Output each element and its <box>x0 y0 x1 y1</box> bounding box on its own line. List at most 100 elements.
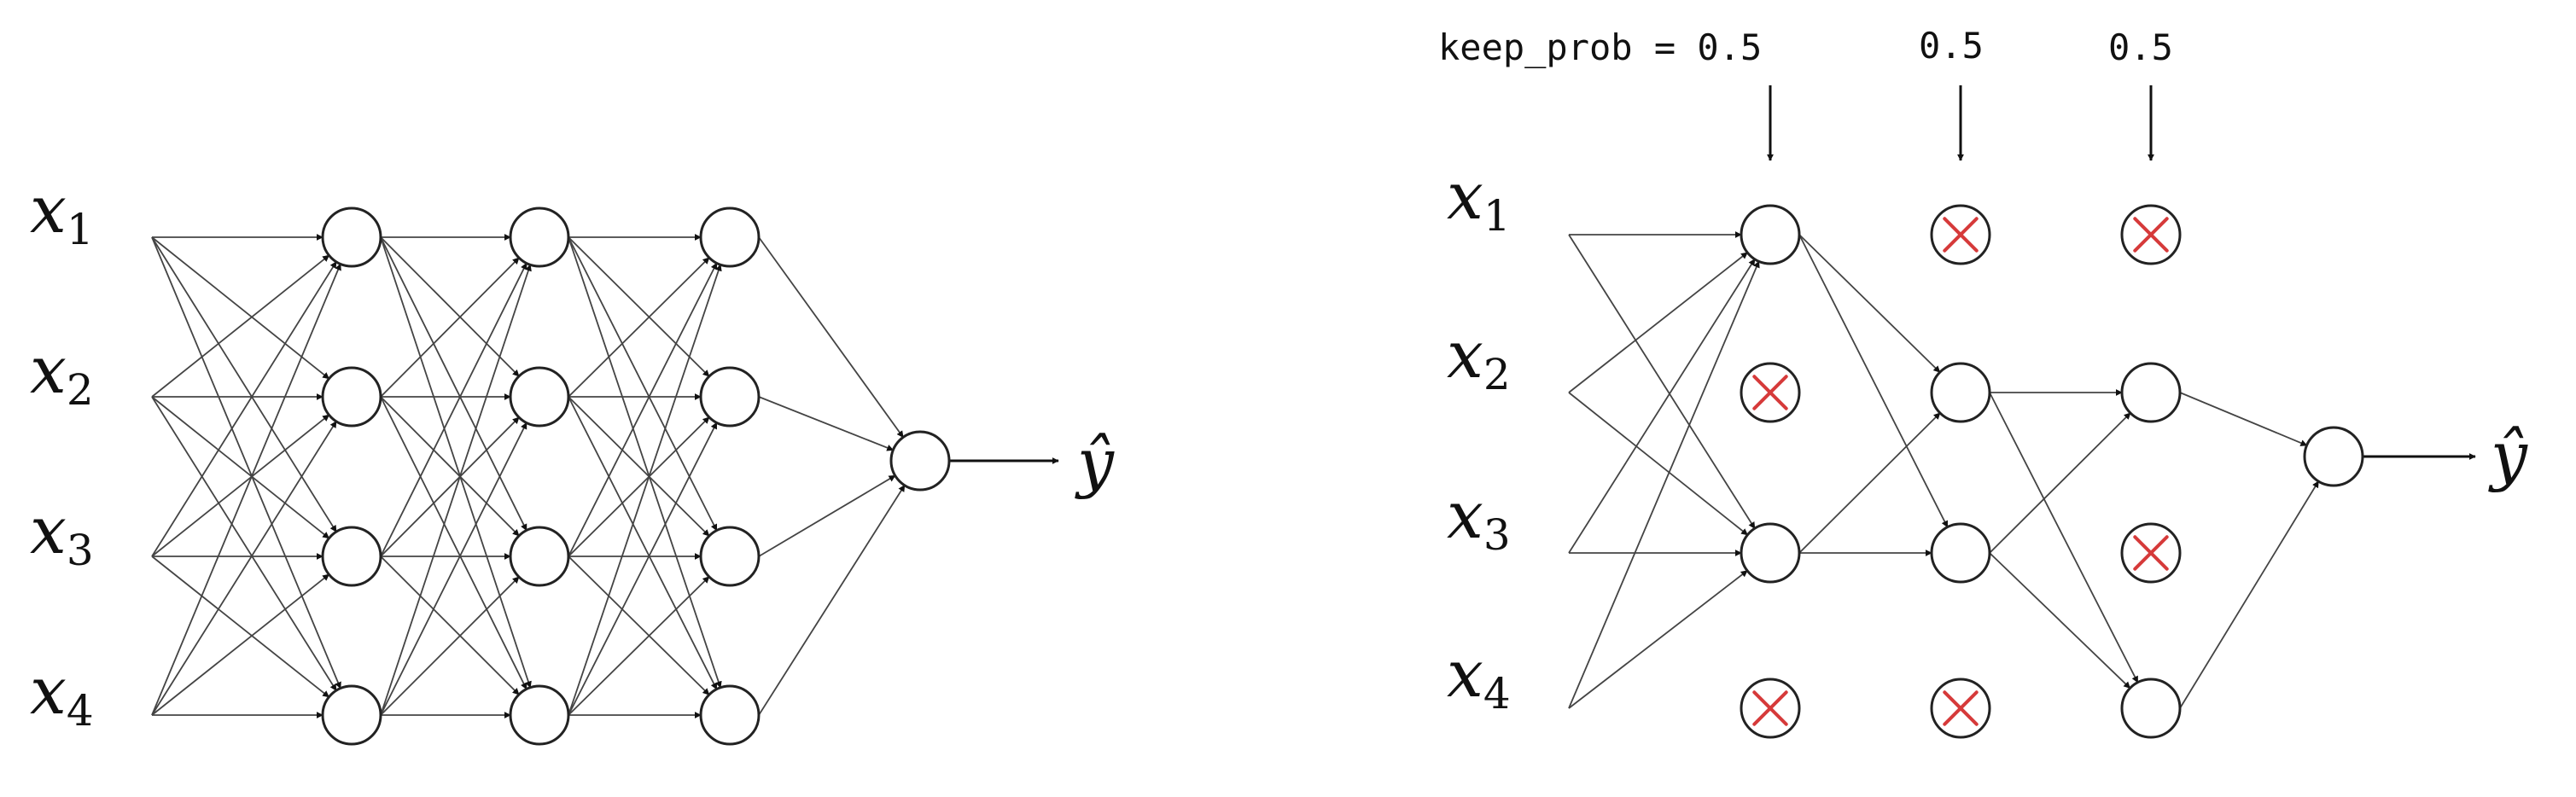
dropped-node-l1-4 <box>1740 678 1801 739</box>
edge-h3-2-to-output <box>2179 392 2308 446</box>
dropout-x-icon <box>2133 535 2169 571</box>
dropout-x-icon <box>1943 217 1979 253</box>
dropout-network: keep_prob = 0.5 0.5 0.5 x1 x2 x3 x4 ŷ <box>1438 25 2528 739</box>
input-label-x2: x2 <box>1447 317 1511 399</box>
output-node <box>889 430 951 492</box>
hidden-node-l2-2 <box>509 366 570 428</box>
edge-h1-1-to-h2-3 <box>1798 234 1949 528</box>
dropped-node-l1-2 <box>1740 362 1801 423</box>
edge-h3-4-to-output <box>2179 480 2320 709</box>
edge-h3-1-to-output <box>758 236 904 439</box>
dropped-node-l3-1 <box>2120 204 2182 265</box>
edge-h2-1-to-h3-4 <box>568 236 722 689</box>
edge-h1-1-to-h2-2 <box>1798 234 1941 373</box>
edge-h2-3-to-h3-2 <box>568 416 710 557</box>
edge-input2-to-h1-4 <box>151 396 337 691</box>
edge-h2-3-to-h3-1 <box>568 262 718 557</box>
edge-h1-3-to-h2-4 <box>380 556 520 695</box>
hidden-node-l2-3 <box>1930 522 1991 584</box>
hidden-node-l2-2 <box>1930 362 1991 423</box>
hidden-node-l2-1 <box>509 207 570 268</box>
hidden-node-l1-1 <box>1740 204 1801 265</box>
hidden-node-l1-3 <box>1740 522 1801 584</box>
edge-h2-4-to-h3-2 <box>568 422 718 716</box>
edge-input2-to-h1-3 <box>151 396 330 539</box>
edge-h2-1-to-h3-3 <box>568 236 718 532</box>
dropout-network-nodes <box>1740 204 2364 739</box>
edge-h2-2-to-h3-3 <box>568 396 710 537</box>
edge-h2-2-to-h3-1 <box>568 257 710 398</box>
dropout-x-icon <box>1943 690 1979 726</box>
input-label-x3: x3 <box>30 492 94 575</box>
full-network-labels: x1 x2 x3 x4 ŷ <box>30 172 1115 736</box>
keep-prob-label-layer3: 0.5 <box>2108 26 2173 68</box>
hidden-node-l3-2 <box>699 366 761 428</box>
edge-h1-4-to-h2-1 <box>380 264 532 716</box>
full-network-nodes <box>321 207 951 746</box>
edge-input4-to-h1-1 <box>1568 260 1760 709</box>
edge-h2-3-to-h3-2 <box>1989 412 2131 554</box>
dropout-network-labels: keep_prob = 0.5 0.5 0.5 x1 x2 x3 x4 ŷ <box>1438 25 2528 718</box>
input-label-x4: x4 <box>1447 636 1511 718</box>
edge-input1-to-h1-3 <box>151 236 337 532</box>
full-network-edges <box>151 234 1059 718</box>
edge-h1-1-to-h2-4 <box>380 236 532 689</box>
dropout-x-icon <box>2133 217 2169 253</box>
edge-input1-to-h1-3 <box>1568 234 1756 529</box>
edge-h1-2-to-h2-3 <box>380 396 520 537</box>
edge-input3-to-h1-2 <box>151 414 330 557</box>
edge-h2-2-to-h3-4 <box>568 396 718 690</box>
edge-input3-to-h1-4 <box>151 556 330 698</box>
edge-h2-1-to-h3-2 <box>568 236 710 377</box>
edge-input2-to-h1-1 <box>151 254 330 398</box>
edge-h2-3-to-h3-4 <box>1989 552 2131 689</box>
edge-h1-2-to-h2-4 <box>380 396 527 690</box>
hidden-node-l3-4 <box>2120 678 2182 739</box>
keep-prob-label-layer1: keep_prob = 0.5 <box>1438 26 1762 68</box>
edge-h1-3-to-h2-1 <box>380 262 527 557</box>
edge-h1-2-to-h2-1 <box>380 257 520 398</box>
edge-h3-3-to-output <box>758 474 896 557</box>
dropout-x-icon <box>1752 375 1788 410</box>
edge-input4-to-h1-3 <box>1568 570 1748 709</box>
edge-input4-to-h1-1 <box>151 263 341 716</box>
edge-input1-to-h1-2 <box>151 236 330 380</box>
output-node <box>2303 426 2364 487</box>
hidden-node-l1-1 <box>321 207 382 268</box>
hidden-node-l1-2 <box>321 366 382 428</box>
full-network: x1 x2 x3 x4 ŷ <box>30 172 1115 746</box>
hidden-node-l1-4 <box>321 684 382 746</box>
dropped-node-l3-3 <box>2120 522 2182 584</box>
input-label-x1: x1 <box>30 172 94 254</box>
input-label-x4: x4 <box>30 653 94 736</box>
edge-h1-4-to-h2-3 <box>380 576 520 716</box>
keep-prob-label-layer2: 0.5 <box>1919 25 1984 67</box>
edge-input3-to-h1-1 <box>151 261 337 557</box>
edge-h3-4-to-output <box>758 485 906 716</box>
edge-h2-4-to-h3-3 <box>568 576 710 716</box>
edge-h1-1-to-h2-2 <box>380 236 520 377</box>
hidden-node-l2-3 <box>509 526 570 587</box>
hidden-node-l2-4 <box>509 684 570 746</box>
edge-input2-to-h1-3 <box>1568 392 1749 536</box>
output-label-y-hat: ŷ <box>1075 424 1115 500</box>
edge-input1-to-h1-4 <box>151 236 341 689</box>
edge-input2-to-h1-1 <box>1568 252 1748 393</box>
dropout-network-edges <box>1568 231 2476 709</box>
hidden-node-l3-4 <box>699 684 761 746</box>
output-label-y-hat: ŷ <box>2488 417 2528 493</box>
edge-h1-3-to-h2-2 <box>1798 412 1941 554</box>
dropout-x-icon <box>1752 690 1788 726</box>
edge-input4-to-h1-2 <box>151 421 337 716</box>
input-label-x3: x3 <box>1447 477 1511 560</box>
hidden-node-l3-2 <box>2120 362 2182 423</box>
edge-input4-to-h1-3 <box>151 573 330 716</box>
input-label-x2: x2 <box>30 332 94 415</box>
dropped-node-l2-1 <box>1930 204 1991 265</box>
edge-h2-3-to-h3-4 <box>568 556 710 695</box>
hidden-node-l3-1 <box>699 207 761 268</box>
edge-h2-2-to-h3-4 <box>1989 392 2139 684</box>
edge-h1-3-to-h2-2 <box>380 416 520 557</box>
